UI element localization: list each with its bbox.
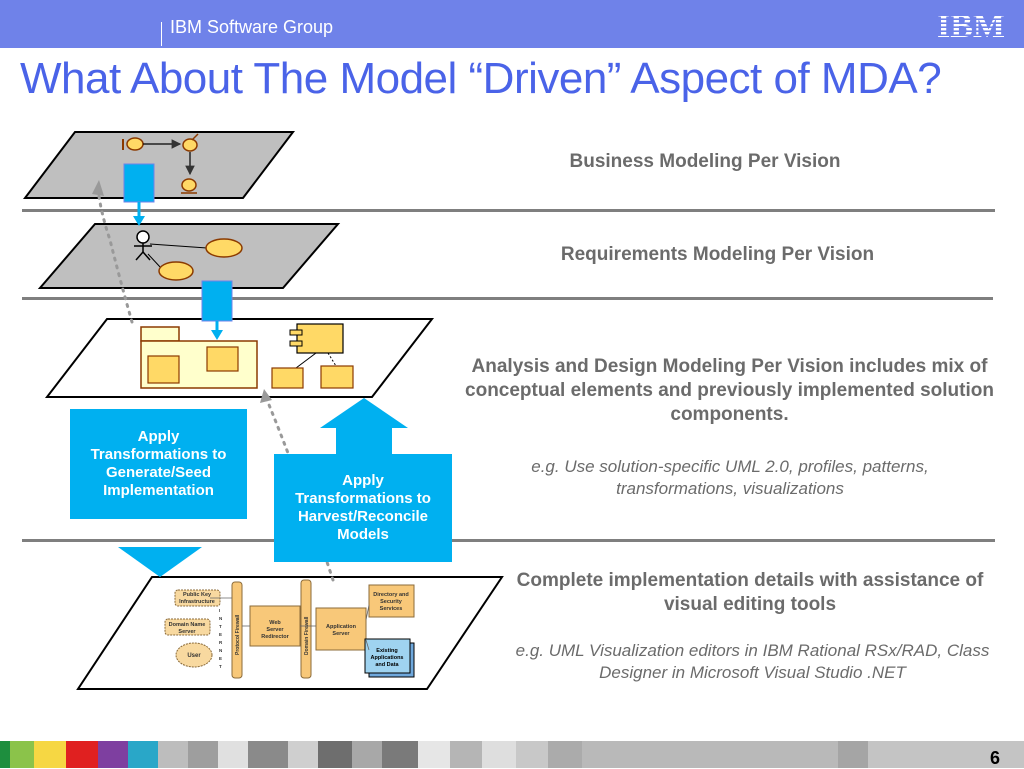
svg-text:Security: Security — [380, 599, 403, 605]
level-4-example: e.g. UML Visualization editors in IBM Ra… — [515, 641, 990, 682]
slide-title: What About The Model “Driven” Aspect of … — [20, 54, 942, 103]
harvest-transform-label: Apply Transformations to Harvest/Reconci… — [295, 472, 431, 543]
svg-text:T: T — [219, 624, 222, 629]
svg-text:and Data: and Data — [375, 662, 399, 668]
level-divider-1 — [22, 209, 995, 212]
stick-figure-actor-icon — [136, 230, 150, 244]
header-separator — [161, 22, 162, 46]
svg-text:Infrastructure: Infrastructure — [179, 599, 215, 605]
svg-text:Server: Server — [332, 631, 350, 637]
svg-text:Services: Services — [380, 606, 403, 612]
svg-text:IBM: IBM — [937, 8, 1005, 42]
header-bar — [0, 0, 1024, 48]
footer-bar — [0, 741, 1024, 768]
business-entity-icon — [181, 178, 197, 192]
svg-text:N: N — [219, 616, 222, 621]
level-2-label: Requirements Modeling Per Vision — [560, 244, 875, 265]
svg-text:I: I — [219, 608, 220, 613]
svg-text:Server: Server — [178, 629, 196, 635]
level-3-example: e.g. Use solution-specific UML 2.0, prof… — [531, 457, 929, 498]
svg-text:N: N — [219, 648, 222, 653]
ibm-logo: IBM — [937, 8, 1005, 42]
svg-text:Domain Firewall: Domain Firewall — [304, 616, 310, 655]
svg-text:E: E — [219, 656, 222, 661]
group-name: IBM Software Group — [170, 17, 334, 37]
generate-transform-box: Apply Transformations to Generate/Seed I… — [70, 409, 247, 519]
business-plane — [22, 131, 296, 199]
business-actor-icon — [126, 137, 144, 151]
generate-arrow — [118, 547, 202, 577]
svg-text:E: E — [219, 632, 222, 637]
svg-text:T: T — [219, 664, 222, 669]
harvest-transform-box: Apply Transformations to Harvest/Reconci… — [274, 454, 452, 562]
svg-text:Directory and: Directory and — [373, 592, 408, 598]
level-divider-3 — [22, 539, 995, 542]
level-1-label: Business Modeling Per Vision — [569, 151, 841, 172]
svg-text:Public Key: Public Key — [183, 592, 212, 598]
svg-text:User: User — [187, 653, 201, 659]
svg-text:Domain Name: Domain Name — [169, 622, 206, 628]
harvest-arrow — [320, 398, 408, 428]
level-divider-2 — [22, 297, 993, 300]
use-case-icon — [205, 238, 243, 258]
model-planes-diagram: Public Key Infrastructure Domain Name Se… — [22, 131, 504, 690]
generate-transform-label: Apply Transformations to Generate/Seed I… — [90, 428, 227, 499]
requirements-plane — [37, 223, 341, 289]
svg-text:Web: Web — [269, 620, 281, 626]
use-case-icon — [158, 261, 194, 281]
svg-text:Application: Application — [326, 624, 357, 630]
level-3-label: Analysis and Design Modeling Per Vision … — [465, 356, 994, 425]
level-4-label: Complete implementation details with ass… — [516, 570, 984, 615]
svg-text:Server: Server — [266, 627, 284, 633]
component-icon — [296, 323, 344, 354]
svg-text:Protocol Firewall: Protocol Firewall — [235, 614, 241, 655]
svg-text:Applications: Applications — [370, 655, 403, 661]
svg-text:Existing: Existing — [376, 648, 397, 654]
business-use-case-icon — [182, 138, 198, 152]
svg-text:R: R — [219, 640, 223, 645]
svg-text:Redirector: Redirector — [261, 634, 289, 640]
page-number: 6 — [989, 748, 1000, 768]
